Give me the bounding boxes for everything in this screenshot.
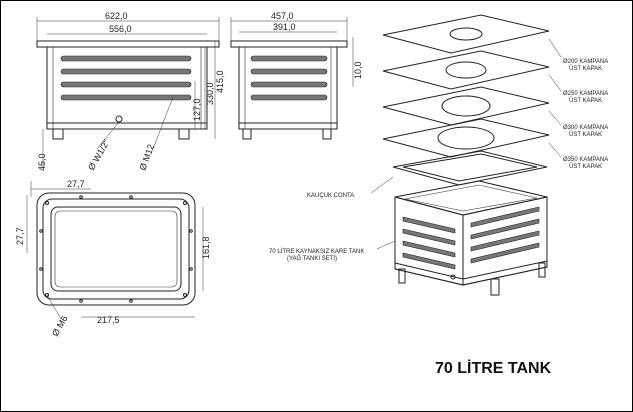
dim-depth-inner: 391,0: [273, 22, 296, 32]
side-foot: [242, 128, 252, 140]
front-slot: [60, 55, 192, 62]
front-foot: [52, 128, 64, 140]
dim-gasket-bolt: Ø M6: [50, 314, 70, 338]
lid-350-plate: [382, 118, 550, 158]
side-foot: [322, 128, 332, 140]
gasket-view: 27,7 27,7 161,8 217,5 Ø M6: [15, 179, 211, 338]
label-lid-350: Ø350 KAMPANA: [563, 157, 608, 163]
tank-foot: [538, 262, 546, 278]
gasket-inner: [50, 206, 182, 292]
gasket-ring: [392, 150, 548, 186]
dim-width-outer: 622,0: [105, 11, 128, 21]
tank-foot: [398, 268, 406, 284]
side-slot: [250, 81, 328, 88]
dim-thread-valve: Ø W1/2": [86, 138, 112, 172]
label-lid-250: Ø250 KAMPANA: [563, 91, 608, 97]
tank-foot: [490, 278, 500, 296]
drain-icon: [450, 274, 456, 280]
dim-foot-height: 45,0: [37, 153, 47, 171]
front-view: 622,0 556,0 415,0 330,0 127,0 45,0 Ø W1/…: [36, 11, 225, 172]
dim-width-inner: 556,0: [109, 24, 132, 34]
lid-250-hole: [445, 61, 487, 79]
side-slot: [250, 55, 328, 62]
exploded-view: Ø200 KAMPANA ÜST KAPAK Ø250 KAMPANA ÜST …: [269, 14, 608, 296]
side-view: 457,0 391,0 10,0: [230, 11, 363, 140]
front-foot: [178, 128, 190, 140]
svg-text:ÜST KAPAK: ÜST KAPAK: [569, 163, 602, 170]
dim-lip-height: 10,0: [353, 61, 363, 79]
front-lid: [36, 40, 220, 48]
front-slot: [60, 81, 192, 88]
lid-350-hole: [437, 126, 495, 150]
lid-200-hole: [449, 27, 483, 41]
dim-height-slot: 127,0: [192, 98, 202, 121]
side-lid: [230, 40, 348, 48]
svg-text:ÜST KAPAK: ÜST KAPAK: [569, 131, 602, 138]
drawing-title: 70 LİTRE TANK: [435, 359, 552, 377]
lid-250-plate: [382, 50, 550, 90]
dim-gasket-height: 161,8: [201, 236, 211, 259]
dim-depth-outer: 457,0: [271, 11, 294, 21]
front-slot: [60, 68, 192, 75]
label-lid-200: Ø200 KAMPANA: [563, 59, 608, 65]
tank-top: [394, 180, 548, 216]
label-lid-300: Ø300 KAMPANA: [563, 125, 608, 131]
dim-thread-bolt: Ø M12: [137, 143, 156, 172]
dim-gasket-offset-x: 27,7: [67, 179, 85, 189]
svg-text:ÜST KAPAK: ÜST KAPAK: [569, 65, 602, 72]
gasket-outer: [36, 192, 196, 306]
side-slot: [250, 94, 328, 101]
label-gasket: KAUÇUK CONTA: [307, 193, 354, 199]
side-slot: [250, 68, 328, 75]
lid-200-plate: [382, 14, 550, 54]
lid-300-plate: [382, 86, 550, 126]
dim-gasket-offset-y: 27,7: [15, 227, 25, 245]
label-tank: 70 LİTRE KAYNAKSIZ KARE TANK: [269, 248, 364, 255]
front-slot: [60, 94, 192, 101]
svg-text:(YAĞ TANKI SETİ): (YAĞ TANKI SETİ): [287, 255, 337, 262]
svg-text:ÜST KAPAK: ÜST KAPAK: [569, 97, 602, 104]
dim-gasket-width: 217,5: [97, 315, 120, 325]
dim-height-body: 330,0: [205, 82, 215, 105]
lid-300-hole: [441, 95, 491, 117]
dim-height-total: 415,0: [215, 70, 225, 93]
valve-icon: [115, 115, 123, 123]
